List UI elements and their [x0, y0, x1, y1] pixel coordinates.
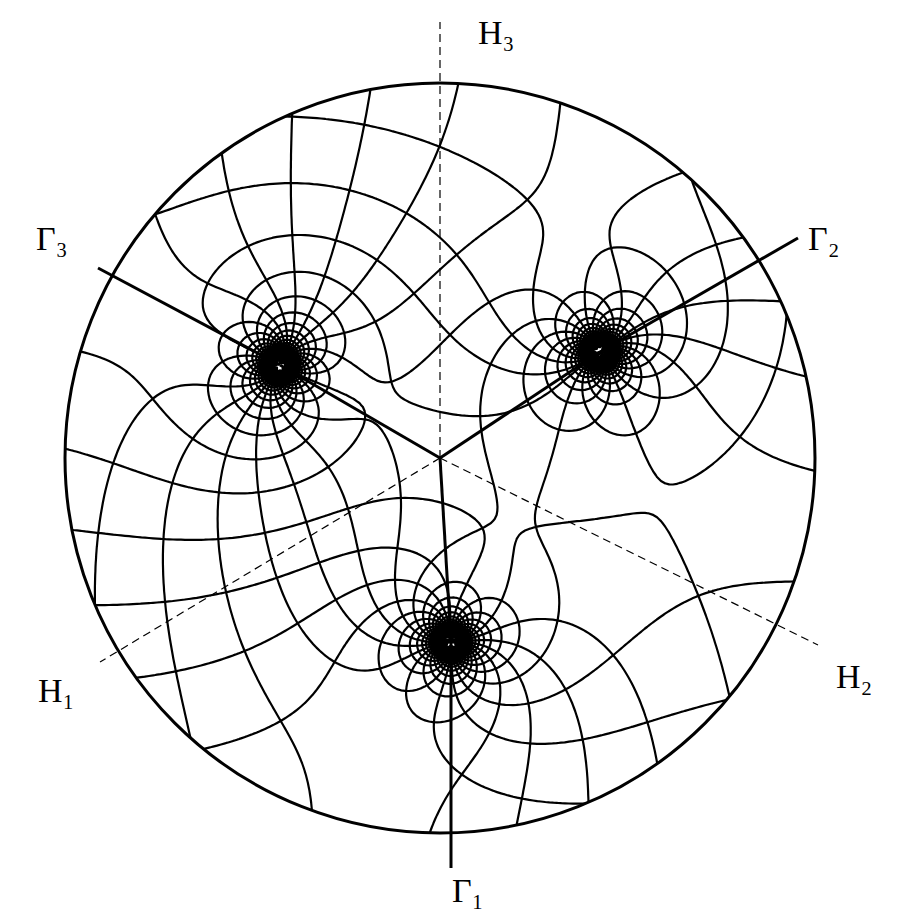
- axis-label: Γ₃: [36, 222, 68, 256]
- field-grid: [61, 79, 821, 839]
- stream-lines: [61, 116, 821, 839]
- axis-label: H₂: [836, 660, 872, 694]
- cut-g1: [450, 642, 453, 868]
- axis-label: H₃: [478, 16, 514, 50]
- cut-g3: [98, 268, 280, 365]
- axis-label: Γ₂: [808, 222, 840, 256]
- cut-center-g1: [440, 458, 451, 642]
- potential-lines: [95, 79, 788, 839]
- axis-h2: [440, 458, 818, 645]
- cut-center-g3: [280, 365, 440, 458]
- axis-h1: [100, 458, 440, 662]
- cut-g2: [600, 238, 798, 352]
- cut-lines: [98, 238, 798, 868]
- axis-label: Γ₁: [452, 874, 484, 908]
- cut-center-g2: [440, 352, 600, 458]
- symmetry-axes: [100, 22, 818, 662]
- axis-h3: [439, 22, 440, 458]
- axis-label: H₁: [38, 674, 74, 708]
